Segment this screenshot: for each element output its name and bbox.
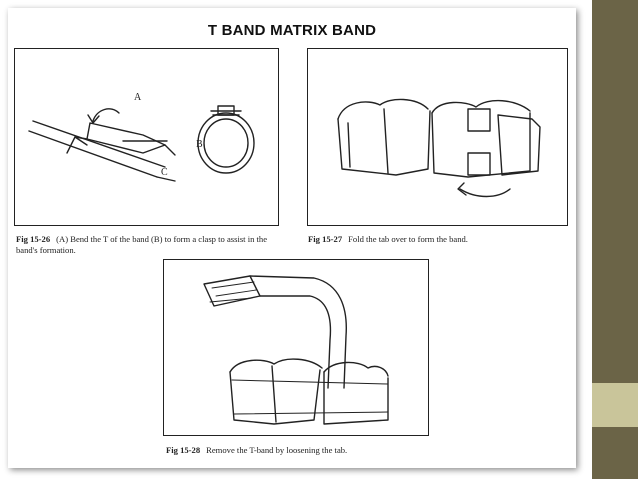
document-page: T BAND MATRIX BAND: [8, 8, 576, 468]
page-title: T BAND MATRIX BAND: [207, 22, 377, 39]
label-b: B: [196, 139, 203, 150]
caption-15-26: Fig 15-26(A) Bend the T of the band (B) …: [16, 234, 286, 256]
label-c: C: [161, 167, 168, 178]
caption-number: Fig 15-26: [16, 234, 51, 244]
caption-text: Fold the tab over to form the band.: [348, 234, 468, 244]
caption-text: (A) Bend the T of the band (B) to form a…: [16, 234, 268, 255]
t-band-bending-illustration: A B C: [28, 92, 255, 182]
figure-15-26: A B C: [14, 48, 279, 226]
caption-number: Fig 15-27: [308, 234, 343, 244]
t-band-removal-illustration: [203, 275, 389, 425]
caption-15-27: Fig 15-27 Fold the tab over to form the b…: [308, 234, 568, 245]
slide-sidebar: [592, 0, 638, 479]
caption-15-28: Fig 15-28 Remove the T-band by loosening …: [166, 445, 466, 456]
label-a: A: [134, 92, 142, 103]
figure-15-27: [307, 48, 568, 226]
tab-folding-illustration: [337, 98, 541, 198]
sidebar-accent-band: [592, 383, 638, 427]
figure-15-28: [163, 259, 429, 436]
caption-number: Fig 15-28: [166, 445, 201, 455]
caption-text: Remove the T-band by loosening the tab.: [206, 445, 348, 455]
